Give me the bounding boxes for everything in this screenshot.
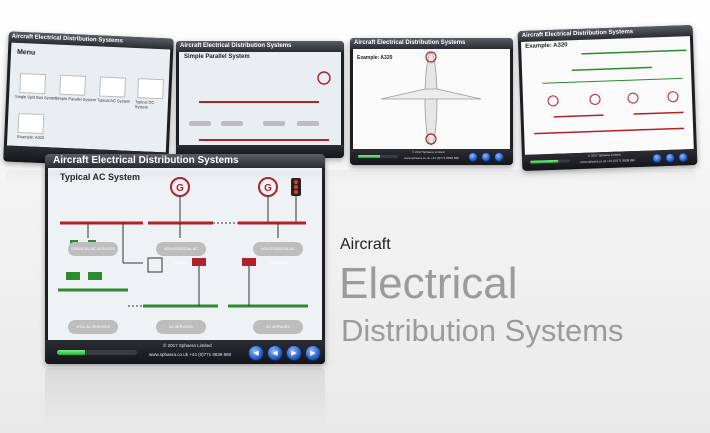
slide-content: Typical AC System G G [48, 168, 322, 340]
menu-item[interactable] [19, 72, 47, 95]
window-title: Aircraft Electrical Distribution Systems [176, 41, 344, 52]
next-button[interactable]: ▶ [305, 345, 321, 361]
copyright-text: © 2017 Sphaera Limited [163, 343, 212, 348]
tagline-aircraft: Aircraft [340, 236, 391, 253]
slide-heading: Example: A320 [357, 55, 393, 61]
svg-text:G: G [264, 183, 272, 194]
slide-content: Simple Parallel System [179, 52, 341, 145]
menu-item-label: Typical AC System [96, 97, 131, 104]
menu-item[interactable] [99, 76, 127, 98]
parallel-diagram [189, 71, 331, 141]
menu-item[interactable] [59, 74, 87, 96]
ac-system-diagram: G G [58, 177, 308, 308]
player-controls [468, 152, 504, 162]
player-controls [651, 152, 689, 164]
home-button[interactable] [468, 152, 478, 162]
main-window-reflection [45, 368, 325, 428]
back-button[interactable]: ◀ [267, 345, 283, 361]
forward-button[interactable]: ▶ [286, 345, 302, 361]
menu-item[interactable] [137, 78, 164, 100]
aircraft-illustration [380, 51, 482, 146]
slide-content: Menu Single Split Bus System Simple Para… [6, 42, 171, 153]
thumbnail-a320-aircraft[interactable]: Aircraft Electrical Distribution Systems… [350, 38, 513, 165]
non-essential-ac-box-1: NON-ESSENTIAL AC SERVICES [156, 242, 206, 265]
thumbnail-menu[interactable]: Aircraft Electrical Distribution Systems… [3, 31, 174, 169]
a320-diagram [534, 49, 687, 135]
window-title: Aircraft Electrical Distribution Systems [350, 38, 513, 49]
player-controls: ◀ ◀ ▶ ▶ [248, 345, 321, 361]
slide-heading: Menu [16, 48, 36, 57]
footer-bar: © 2017 Sphaera Limited www.sphaera.co.uk… [350, 149, 513, 165]
contact-text: www.sphaera.co.uk +44 (0)771 8838 880 [404, 156, 459, 160]
progress-bar[interactable] [530, 159, 571, 164]
back-button[interactable] [664, 152, 676, 164]
thumbnail-reflection [6, 170, 696, 184]
tagline-distribution-systems: Distribution Systems [341, 313, 624, 348]
slide-content: Example: A320 [353, 49, 510, 149]
thumbnail-a320-schematic[interactable]: Aircraft Electrical Distribution Systems… [517, 24, 698, 172]
ac-services-box-1: AC SERVICES [156, 320, 206, 334]
svg-text:G: G [176, 183, 184, 194]
menu-item-label: Single Split Bus System [14, 93, 58, 101]
main-window: Aircraft Electrical Distribution Systems… [45, 154, 325, 364]
footer-bar: © 2017 Sphaera Limited www.sphaera.co.uk… [45, 340, 325, 364]
non-essential-ac-box-2: NON-ESSENTIAL AC SERVICES [253, 242, 303, 265]
contact-text: www.sphaera.co.uk +44 (0)771 8838 880 [580, 158, 636, 164]
tagline-electrical: Electrical [339, 259, 518, 308]
back-button[interactable] [481, 152, 491, 162]
slide-heading: Typical AC System [60, 172, 141, 182]
forward-button[interactable] [677, 152, 689, 163]
menu-item-label: Simple Parallel System [54, 95, 97, 103]
slide-content: Example: A320 [520, 36, 694, 155]
menu-item[interactable] [17, 112, 45, 135]
forward-button[interactable] [494, 152, 504, 162]
progress-bar[interactable] [358, 155, 398, 158]
thumbnail-simple-parallel[interactable]: Aircraft Electrical Distribution Systems… [176, 41, 344, 158]
copyright-text: © 2017 Sphaera Limited [412, 150, 445, 154]
vital-ac-box: VITAL AC SERVICES [68, 320, 118, 334]
copyright-text: © 2017 Sphaera Limited [587, 152, 621, 158]
window-title: Aircraft Electrical Distribution Systems [45, 154, 325, 168]
contact-text: www.sphaera.co.uk +44 (0)771 8838 880 [149, 352, 232, 357]
menu-item-label: Example: A320 [17, 133, 45, 141]
essential-ac-box: ESSENTIAL AC SERVICES [68, 242, 118, 256]
slide-heading: Simple Parallel System [184, 54, 250, 60]
progress-bar[interactable] [57, 350, 137, 355]
menu-item-label: Typical DC System [134, 99, 155, 110]
home-button[interactable] [651, 153, 663, 164]
ac-services-box-2: AC SERVICES [253, 320, 303, 334]
home-button[interactable]: ◀ [248, 345, 264, 361]
